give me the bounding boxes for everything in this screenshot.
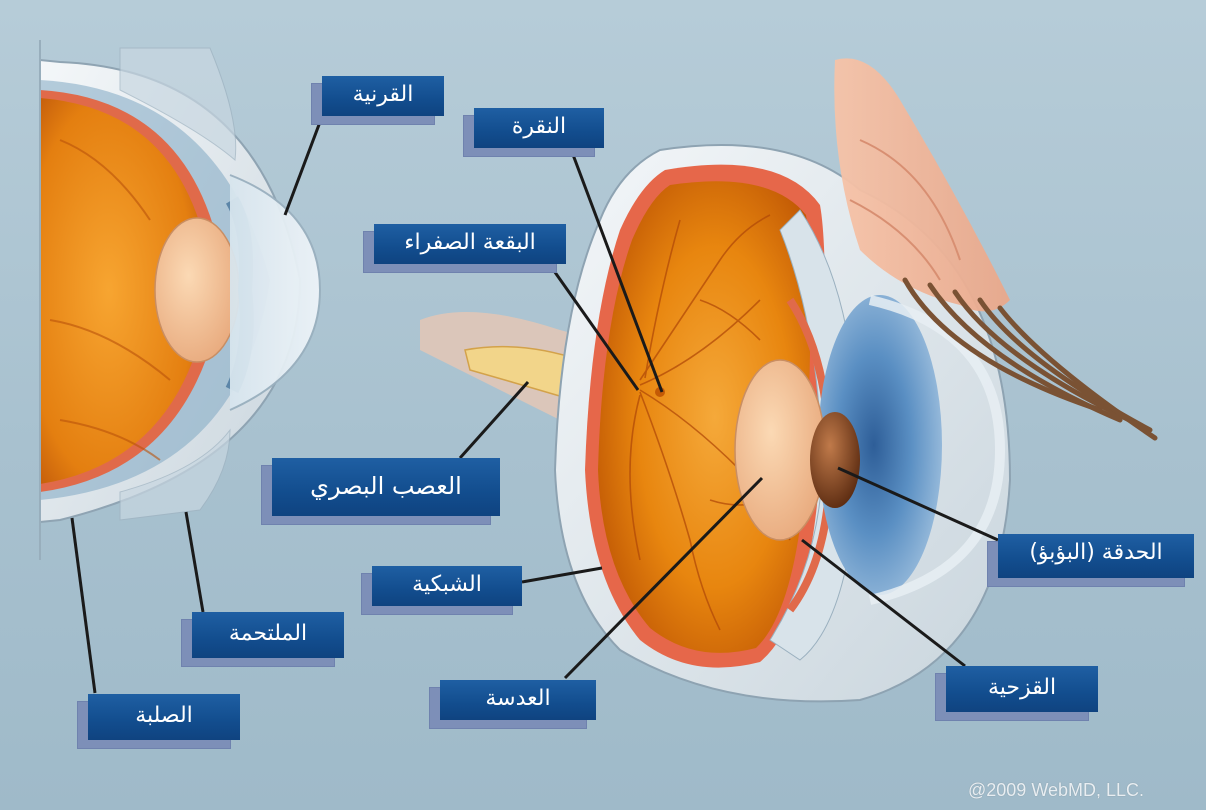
optic-nerve-leader xyxy=(460,382,528,458)
label-lens: العدسة xyxy=(440,680,596,720)
label-iris: القزحية xyxy=(946,666,1098,712)
label-conjunctiva: الملتحمة xyxy=(192,612,344,658)
label-sclera: الصلبة xyxy=(88,694,240,740)
label-retina: الشبكية xyxy=(372,566,522,606)
label-optic-nerve: العصب البصري xyxy=(272,458,500,516)
label-pupil: الحدقة (البؤبؤ) xyxy=(998,534,1194,578)
label-fovea: النقرة xyxy=(474,108,604,148)
conjunctiva-leader xyxy=(186,512,203,612)
copyright-notice: @2009 WebMD, LLC. xyxy=(968,780,1144,801)
sclera-leader xyxy=(72,518,95,693)
label-cornea: القرنية xyxy=(322,76,444,116)
cornea-leader xyxy=(285,122,320,215)
label-macula: البقعة الصفراء xyxy=(374,224,566,264)
